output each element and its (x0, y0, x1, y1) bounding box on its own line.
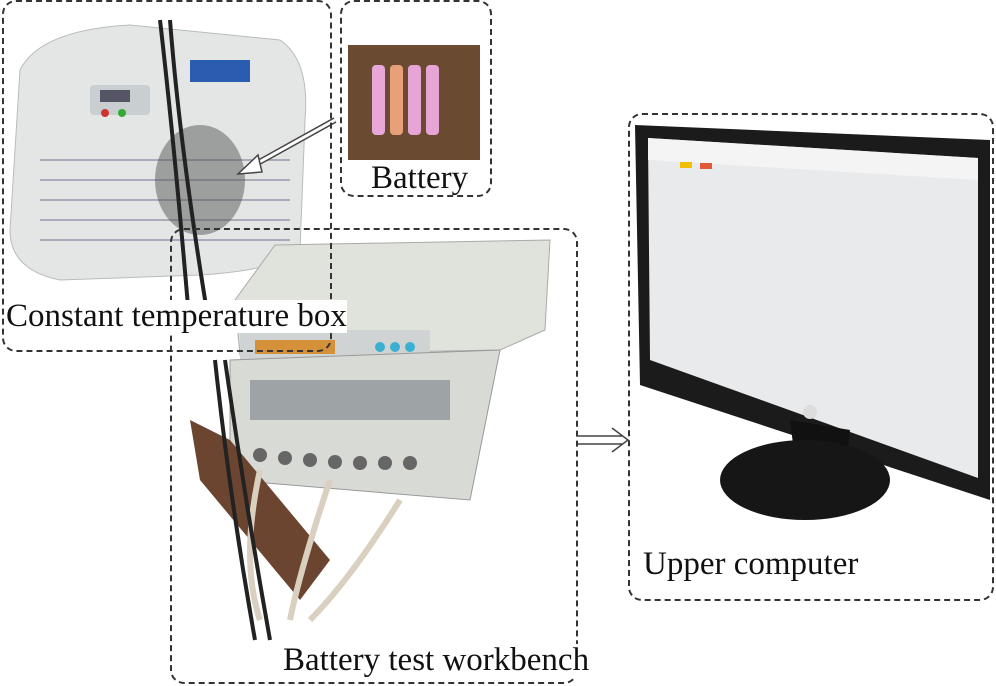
battery-frame (340, 0, 492, 197)
battery-label: Battery (371, 160, 469, 196)
battery-photo (348, 45, 480, 160)
computer-frame (628, 113, 994, 601)
temperature-box-label: Constant temperature box (6, 298, 347, 334)
temperature-box-photo (9, 19, 307, 331)
monitor-photo (635, 125, 990, 520)
workbench-frame (170, 228, 578, 684)
temperature-box-frame (2, 0, 332, 352)
computer-label: Upper computer (643, 546, 859, 582)
workbench-label: Battery test workbench (283, 642, 590, 678)
